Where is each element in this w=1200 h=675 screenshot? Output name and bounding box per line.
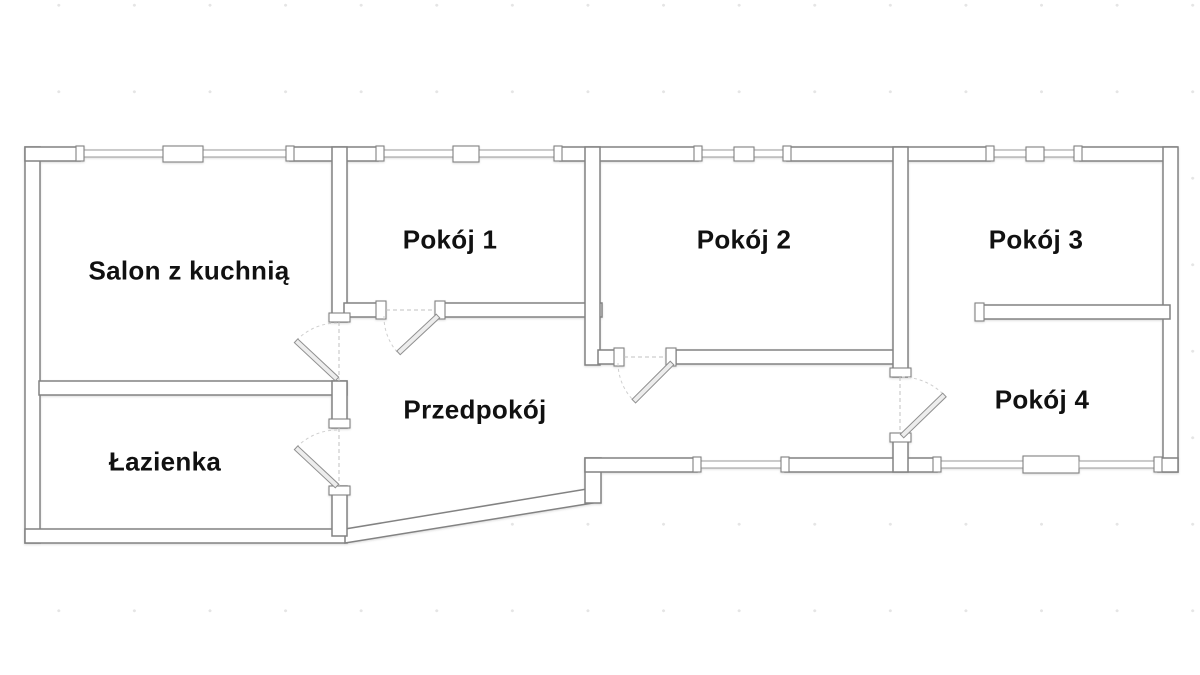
wall-left bbox=[24, 146, 41, 544]
door-leaf-lazienka bbox=[293, 445, 340, 489]
wall-pokoj1-bottom-right bbox=[442, 302, 603, 318]
cap-salon-wall-end bbox=[328, 312, 351, 323]
window-pokoj1-mullion bbox=[452, 145, 480, 163]
wall-bottom-piece1 bbox=[584, 457, 698, 473]
wall-top-left-piece bbox=[24, 146, 81, 162]
window-pokoj4-mullion bbox=[1022, 455, 1080, 474]
room-label-pokoj-3: Pokój 3 bbox=[988, 224, 1084, 255]
cap-pokoj1-door-right bbox=[434, 300, 446, 320]
window-pokoj3-mullion bbox=[1025, 146, 1045, 162]
cap-pokoj4-door-bottom bbox=[889, 432, 912, 443]
window-pokoj2-cap-left bbox=[693, 145, 703, 162]
window-pokoj4-cap-left bbox=[932, 456, 942, 473]
wall-salon-pokoj1 bbox=[331, 146, 348, 323]
window-pokoj1-cap-left bbox=[375, 145, 385, 162]
wall-pokoj3-pokoj4 bbox=[976, 304, 1171, 320]
door-leaf-salon bbox=[293, 338, 340, 382]
door-leaf-pokoj4 bbox=[899, 392, 947, 439]
window-pokoj1-cap-right bbox=[553, 145, 563, 162]
wall-top-t3 bbox=[786, 146, 991, 162]
room-label-salon: Salon z kuchnią bbox=[88, 255, 290, 286]
window-hall-cap-right bbox=[780, 456, 790, 473]
cap-pokoj2-door-left bbox=[613, 347, 625, 367]
walls-group bbox=[24, 145, 1179, 544]
apartment-interior bbox=[32, 154, 1171, 536]
door-arc-pokoj4 bbox=[901, 376, 945, 396]
window-hall-cap-left bbox=[692, 456, 702, 473]
window-pokoj2-mullion bbox=[733, 146, 755, 162]
door-arc-pokoj1 bbox=[383, 315, 399, 354]
room-label-przedpokoj: Przedpokój bbox=[403, 394, 547, 425]
window-hall bbox=[696, 460, 786, 469]
door-arc-lazienka bbox=[295, 429, 338, 449]
doors-group bbox=[293, 309, 947, 489]
wall-pokoj2-pokoj3 bbox=[892, 146, 909, 378]
window-salon-cap-left bbox=[75, 145, 85, 162]
cap-divider34-end bbox=[974, 302, 985, 322]
window-pokoj4-cap-right bbox=[1153, 456, 1163, 473]
window-pokoj3-cap-left bbox=[985, 145, 995, 162]
wall-bottom-piece2 bbox=[784, 457, 938, 473]
door-arc-salon bbox=[295, 322, 338, 342]
wall-bottom-left bbox=[24, 528, 348, 544]
wall-lazienka-top bbox=[38, 380, 348, 396]
window-salon-mullion bbox=[162, 145, 204, 163]
cap-column-mid-end bbox=[328, 418, 351, 429]
room-label-pokoj-4: Pokój 4 bbox=[994, 384, 1090, 415]
wall-pokoj2-bottom bbox=[675, 349, 908, 365]
cap-pokoj1-door-left bbox=[375, 300, 387, 320]
wall-pokoj1-pokoj2 bbox=[584, 146, 601, 366]
cap-pokoj4-door-top bbox=[889, 367, 912, 378]
window-pokoj4-left bbox=[936, 460, 1024, 469]
window-pokoj4-right bbox=[1078, 460, 1159, 469]
window-pokoj3-cap-right bbox=[1073, 145, 1083, 162]
cap-column-lower-end bbox=[328, 485, 351, 496]
room-label-pokoj-1: Pokój 1 bbox=[402, 224, 498, 255]
room-label-pokoj-2: Pokój 2 bbox=[696, 224, 792, 255]
window-salon-cap-right bbox=[285, 145, 295, 162]
wall-hall-pokoj4-lower bbox=[892, 439, 909, 473]
door-leaf-pokoj1 bbox=[396, 313, 441, 356]
window-pokoj2-cap-right bbox=[782, 145, 792, 162]
door-leaf-pokoj2 bbox=[631, 360, 675, 404]
wall-top-t2 bbox=[559, 146, 699, 162]
room-label-lazienka: Łazienka bbox=[108, 446, 222, 477]
